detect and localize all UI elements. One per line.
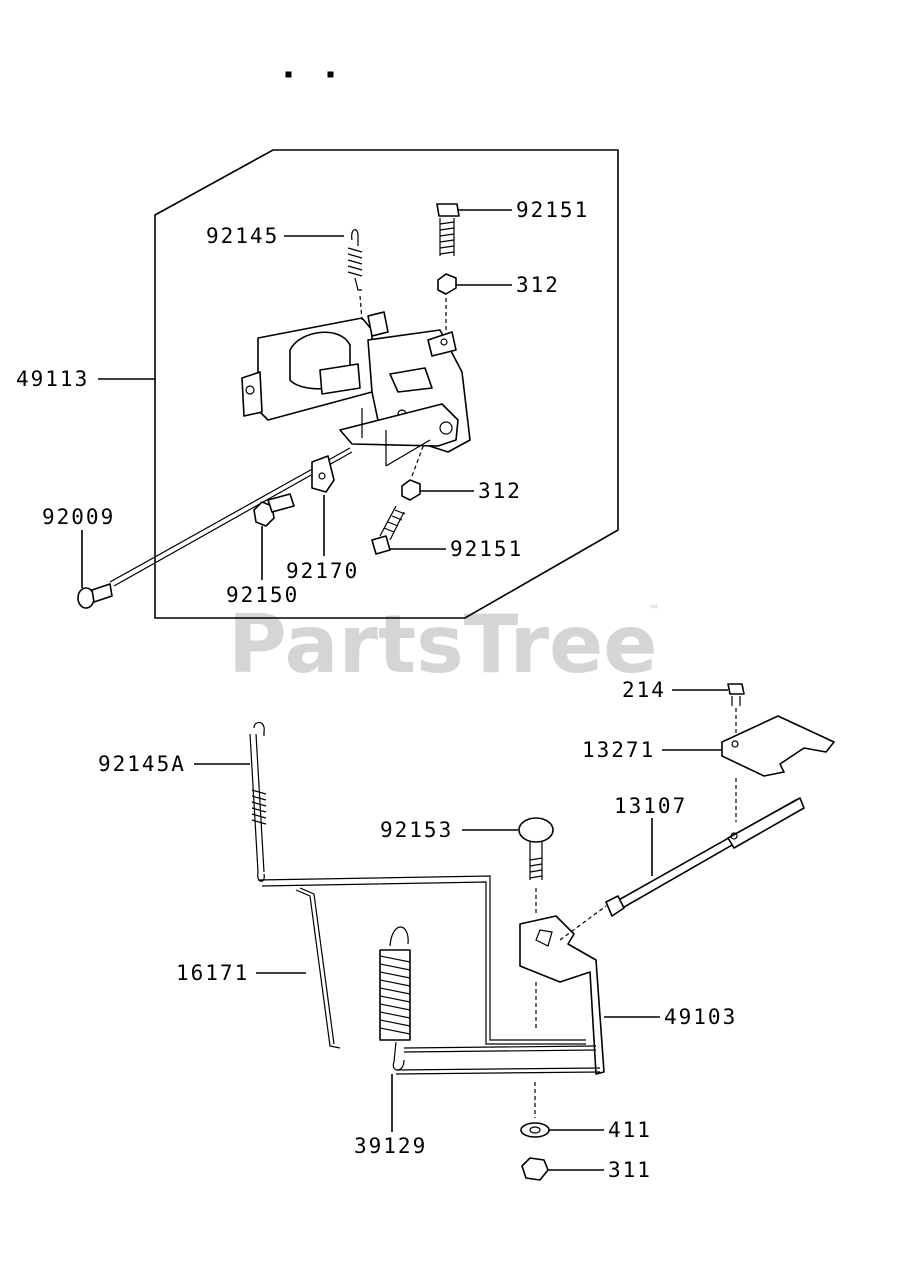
label-49103: 49103 — [664, 1005, 737, 1029]
watermark-text: PartsTree — [228, 598, 658, 691]
bolt-92150-drawing — [253, 493, 295, 527]
leader-lines — [81, 209, 728, 1171]
label-311: 311 — [608, 1158, 652, 1182]
nut-312-top-drawing — [437, 273, 457, 295]
label-312-top: 312 — [516, 273, 560, 297]
label-92145a: 92145A — [98, 752, 186, 776]
label-49113: 49113 — [16, 367, 89, 391]
label-13107: 13107 — [614, 794, 687, 818]
callout-labels: 92145 92151 312 49113 312 92009 92151 92… — [16, 198, 737, 1182]
bolt-92153-drawing — [518, 817, 554, 916]
label-92170: 92170 — [286, 559, 359, 583]
spring-39129-drawing — [379, 926, 411, 1071]
label-13271: 13271 — [582, 738, 655, 762]
rod-16171-drawing — [295, 887, 341, 1049]
screw-92009-drawing — [77, 583, 113, 609]
label-92153: 92153 — [380, 818, 453, 842]
top-mark — [285, 71, 292, 78]
label-39129: 39129 — [354, 1134, 427, 1158]
label-92151-top: 92151 — [516, 198, 589, 222]
plate-13271-drawing — [721, 715, 835, 777]
label-92009: 92009 — [42, 505, 115, 529]
nut-312-mid-drawing — [401, 479, 421, 501]
bolt-92151-bottom-drawing — [371, 505, 406, 555]
watermark-trademark: ™ — [648, 603, 660, 617]
label-92151-bottom: 92151 — [450, 537, 523, 561]
bolt-92151-top-drawing — [436, 203, 460, 256]
lever-49103-drawing — [257, 875, 607, 1075]
label-411: 411 — [608, 1118, 652, 1142]
label-312-mid: 312 — [478, 479, 522, 503]
label-214: 214 — [622, 678, 666, 702]
assembly-frame — [154, 149, 619, 619]
shaft-13107-drawing — [605, 797, 805, 917]
spring-92145a-drawing — [249, 721, 267, 882]
watermark: PartsTree ™ — [228, 598, 660, 691]
label-92145: 92145 — [206, 224, 279, 248]
clip-92170-drawing — [311, 455, 335, 493]
label-92150: 92150 — [226, 583, 299, 607]
label-16171: 16171 — [176, 961, 249, 985]
top-mark — [327, 71, 334, 78]
bolt-214-drawing — [727, 683, 745, 740]
nut-311-drawing — [521, 1157, 549, 1181]
control-bracket-drawing — [109, 311, 471, 587]
washer-411-drawing — [520, 1082, 550, 1138]
spring-92145-drawing — [347, 229, 363, 321]
